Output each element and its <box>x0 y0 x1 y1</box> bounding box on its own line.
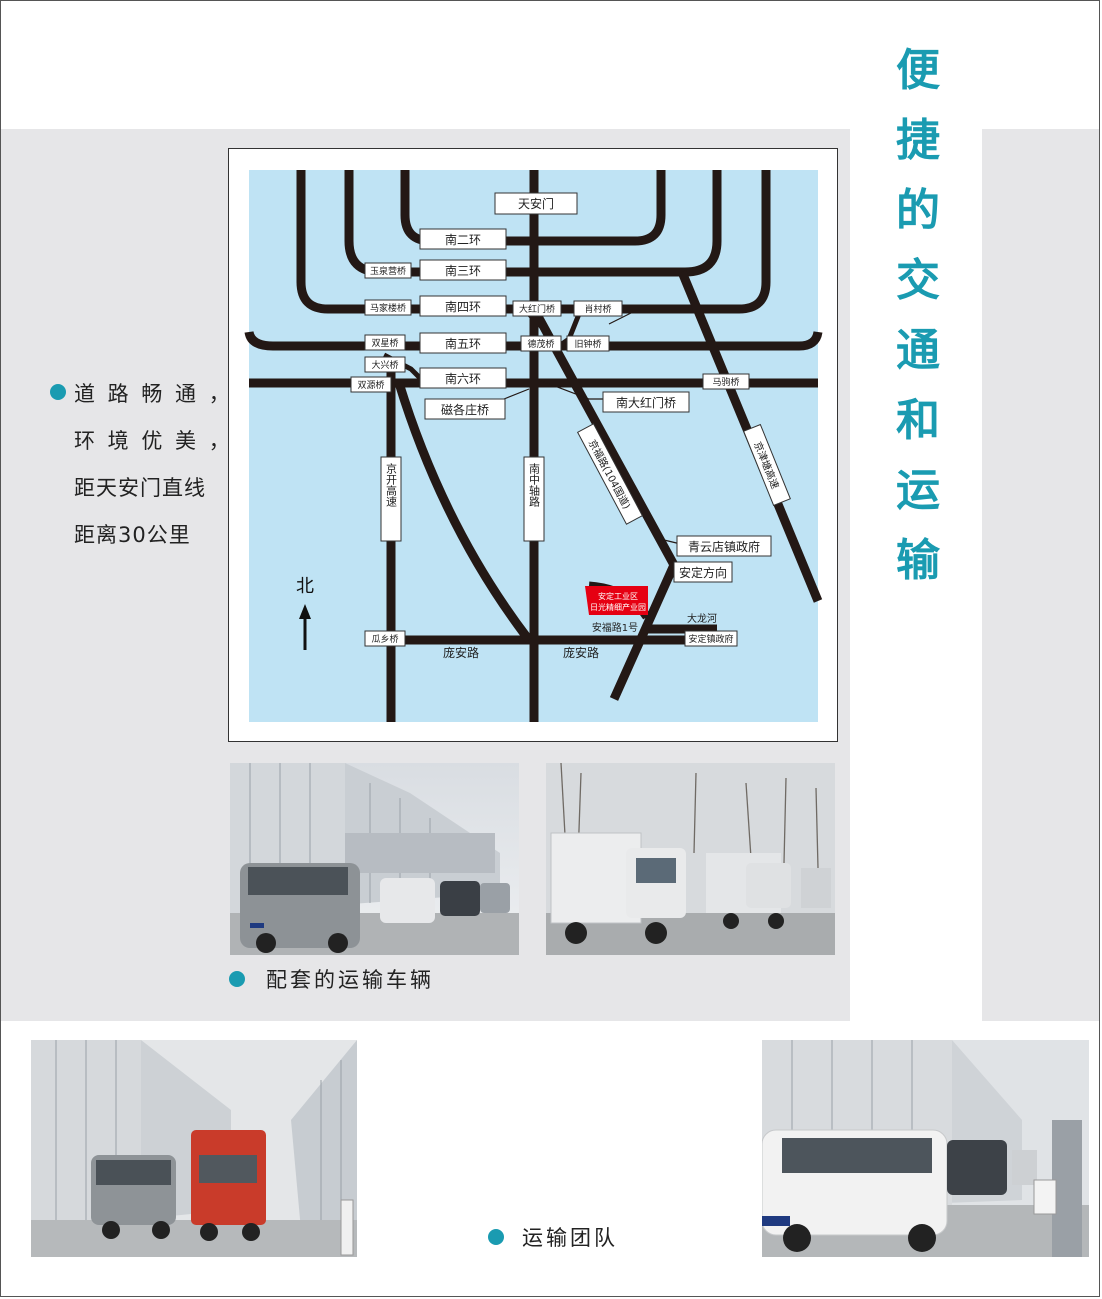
vertical-title: 便 捷 的 交 通 和 运 输 <box>890 36 946 596</box>
map-label: 马家楼桥 <box>370 302 406 314</box>
intro-line: 距离30公里 <box>74 523 191 547</box>
map-label: 京开高速 <box>385 462 398 507</box>
map-label: 青云店镇政府 <box>688 539 760 554</box>
north-arrow-icon <box>299 604 311 650</box>
photo-van-and-red-truck <box>31 1040 357 1257</box>
title-char: 交 <box>896 255 940 306</box>
team-bullet-icon <box>488 1229 504 1245</box>
title-char: 运 <box>896 465 940 516</box>
map-label: 马驹桥 <box>712 376 739 388</box>
map-label: 南三环 <box>445 263 481 278</box>
map-label: 安定工业区 <box>598 591 638 601</box>
map-label: 天安门 <box>518 196 554 211</box>
map-label: 玉泉营桥 <box>370 265 406 277</box>
title-char: 捷 <box>896 115 940 166</box>
map-label: 肖村桥 <box>584 303 611 315</box>
map-label: 大龙河 <box>687 612 717 625</box>
map-label: 庞安路 <box>563 645 599 660</box>
title-char: 输 <box>896 535 940 586</box>
map-label: 安定方向 <box>679 565 727 580</box>
intro-line: 环 境 优 美 ， <box>74 429 233 453</box>
map-label: 旧钟桥 <box>574 338 601 350</box>
map-label: 南五环 <box>445 336 481 351</box>
vehicles-caption: 配套的运输车辆 <box>266 968 434 992</box>
north-label: 北 <box>296 576 314 597</box>
map-label: 南四环 <box>445 299 481 314</box>
map-label: 双星桥 <box>371 337 398 349</box>
map-label: 大红门桥 <box>519 303 555 315</box>
map-label: 大兴桥 <box>371 359 398 371</box>
map-label: 双源桥 <box>357 379 384 391</box>
map-label: 南中轴路 <box>528 463 541 508</box>
map-label: 南二环 <box>445 232 481 247</box>
map-label: 德茂桥 <box>527 338 554 350</box>
map-label: 安定镇政府 <box>688 633 733 645</box>
map-label: 南大红门桥 <box>616 395 676 410</box>
team-caption: 运输团队 <box>522 1226 618 1250</box>
photo-box-trucks <box>546 763 835 955</box>
title-char: 通 <box>896 325 940 376</box>
intro-line: 道 路 畅 通 ， <box>74 382 233 406</box>
location-map: 天安门 南二环 南三环 南四环 南五环 南六环 玉泉营桥 马家楼桥 双星桥 大兴… <box>228 148 838 742</box>
photo-vans-by-warehouse <box>230 763 519 955</box>
map-label: 南六环 <box>445 371 481 386</box>
title-char: 和 <box>896 395 940 446</box>
vehicles-bullet-icon <box>229 971 245 987</box>
map-label: 庞安路 <box>443 645 479 660</box>
map-label: 安福路1号 <box>592 621 638 634</box>
right-gray-panel <box>982 129 1099 1021</box>
intro-bullet-icon <box>50 384 66 400</box>
photo-white-vans <box>762 1040 1089 1257</box>
title-char: 便 <box>896 45 940 96</box>
intro-line: 距天安门直线 <box>74 476 206 500</box>
map-label: 磁各庄桥 <box>441 402 489 417</box>
title-char: 的 <box>896 185 940 236</box>
map-label: 日光精细产业园 <box>590 602 646 612</box>
map-label: 瓜乡桥 <box>371 633 398 645</box>
